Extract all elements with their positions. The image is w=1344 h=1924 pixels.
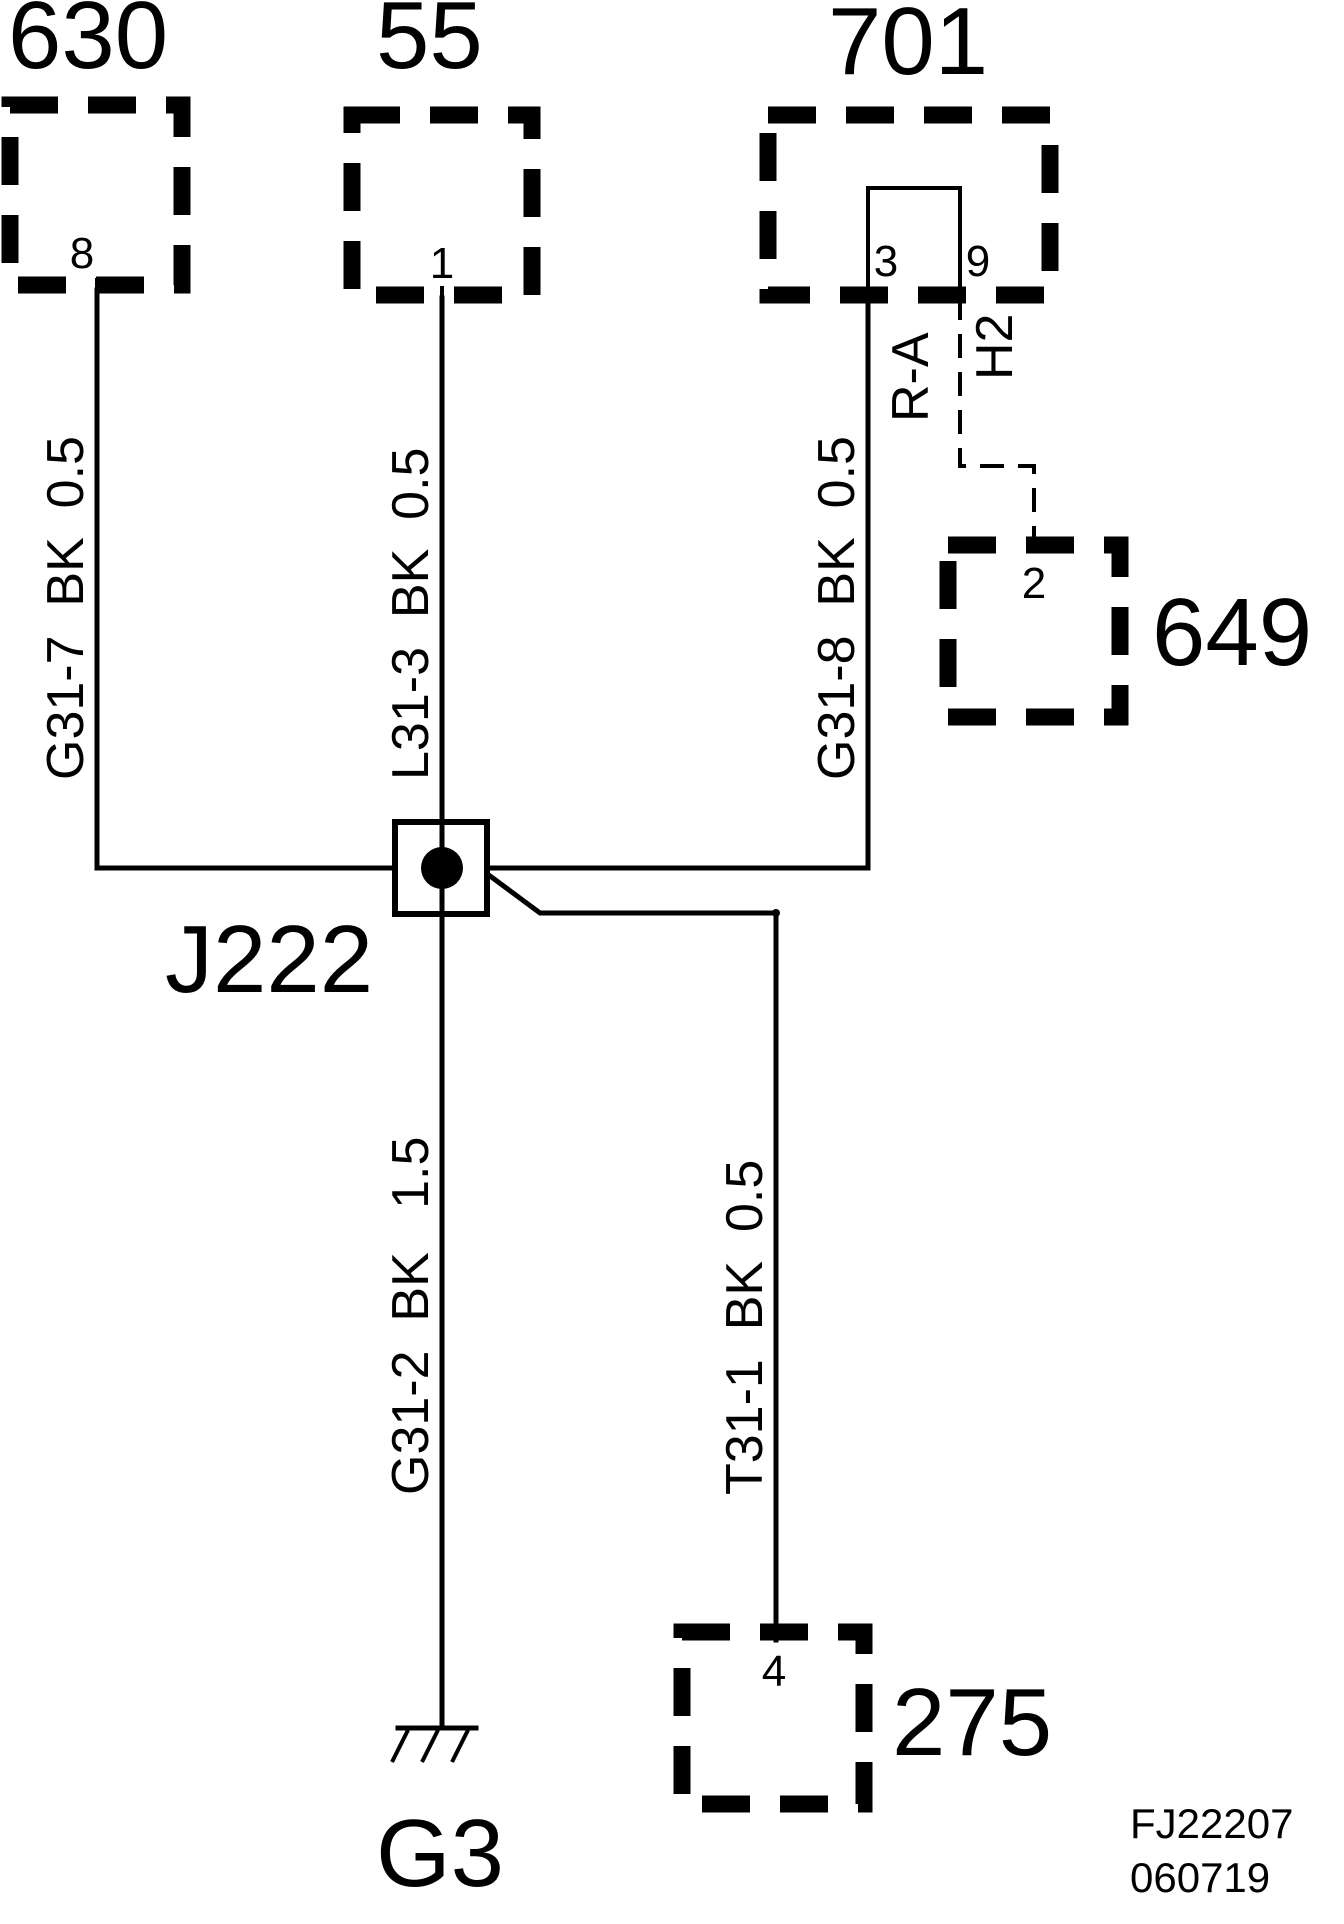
component-701: 701 3 9 xyxy=(759,0,1059,304)
wire-label-r-a: R-A xyxy=(882,332,940,422)
wire-label-g31-8: G31-8 BK 0.5 xyxy=(808,436,866,780)
component-630-label: 630 xyxy=(8,0,168,89)
ground-hatch-1 xyxy=(390,1729,410,1763)
wire-g31-8 xyxy=(439,289,871,871)
wire-label-h2: H2 xyxy=(966,314,1024,380)
component-630: 630 8 xyxy=(1,0,191,294)
component-275: 275 4 xyxy=(673,1623,1052,1813)
wire-g31-7 xyxy=(94,287,445,871)
component-649: 649 2 xyxy=(939,536,1312,726)
wire-label-g31-7: G31-7 BK 0.5 xyxy=(37,436,95,780)
diagram-date: 060719 xyxy=(1130,1854,1270,1901)
diagram-code: FJ22207 xyxy=(1130,1800,1293,1847)
component-55-label: 55 xyxy=(376,0,483,89)
component-275-box xyxy=(673,1623,873,1813)
component-55-box xyxy=(343,106,541,304)
ground-hatch-2 xyxy=(420,1729,440,1763)
ground-label: G3 xyxy=(376,1800,504,1907)
component-55: 55 1 xyxy=(343,0,541,304)
component-275-label: 275 xyxy=(892,1669,1052,1776)
component-701-pin-3: 3 xyxy=(874,237,898,286)
component-701-internal-link xyxy=(866,186,962,292)
wire-label-t31-1: T31-1 BK 0.5 xyxy=(716,1160,774,1495)
ground-g3: G3 xyxy=(376,1725,504,1907)
component-701-label: 701 xyxy=(828,0,988,95)
component-55-pin: 1 xyxy=(430,239,454,288)
component-630-pin: 8 xyxy=(70,229,94,278)
ground-hatch-3 xyxy=(450,1729,470,1763)
wire-h2-dashed xyxy=(958,296,1036,548)
component-701-box xyxy=(759,106,1059,304)
splice-label: J222 xyxy=(165,906,373,1013)
component-630-box xyxy=(1,96,191,294)
wire-label-l31-3: L31-3 BK 0.5 xyxy=(382,448,440,780)
component-649-pin: 2 xyxy=(1022,559,1046,608)
wire-junction-dot xyxy=(772,909,780,917)
component-649-label: 649 xyxy=(1152,579,1312,686)
splice-dot xyxy=(421,847,463,889)
component-275-pin: 4 xyxy=(762,1647,786,1696)
component-701-pin-9: 9 xyxy=(966,237,990,286)
wire-label-g31-2: G31-2 BK 1.5 xyxy=(382,1137,440,1495)
wire-t31-1 xyxy=(478,866,779,1643)
splice-j222: J222 xyxy=(165,819,490,1013)
